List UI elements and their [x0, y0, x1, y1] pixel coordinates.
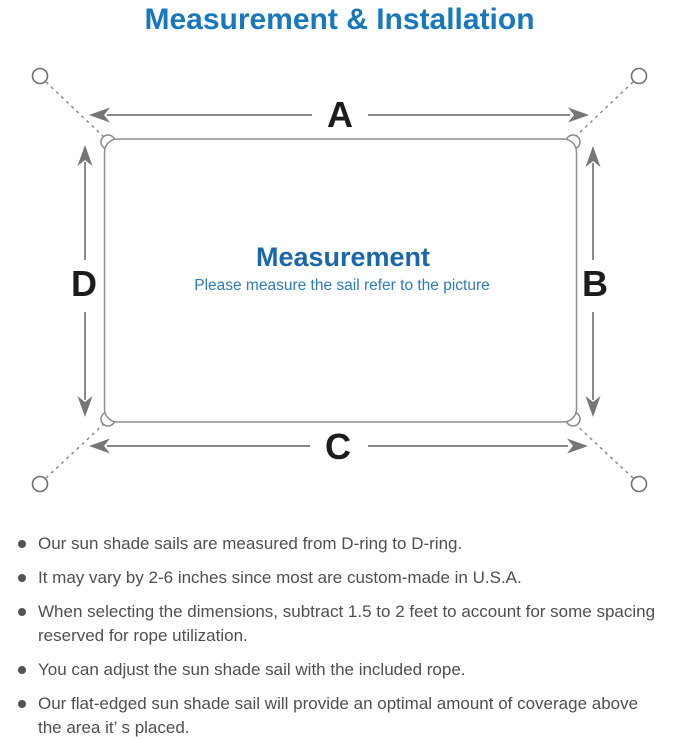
note-text: It may vary by 2-6 inches since most are…: [38, 568, 522, 587]
rope-bottom-left: [45, 421, 107, 479]
dim-label-c: C: [325, 426, 351, 467]
note-text: When selecting the dimensions, subtract …: [38, 602, 656, 621]
note-item: Our flat-edged sun shade sail will provi…: [14, 692, 675, 739]
rope-top-left: [45, 81, 107, 140]
note-item: When selecting the dimensions, subtract …: [14, 600, 675, 648]
diagram-center-subtitle: Please measure the sail refer to the pic…: [194, 277, 490, 294]
arrowhead-right-icon: [568, 107, 589, 123]
note-text: reserved for rope utilization.: [38, 626, 248, 645]
arrow-a: [89, 107, 589, 123]
bullet-icon: [18, 540, 26, 548]
arrowhead-left-icon: [89, 438, 110, 454]
note-text: Our flat-edged sun shade sail will provi…: [38, 694, 639, 713]
dim-label-b: B: [582, 263, 608, 304]
arrowhead-up-icon: [585, 146, 601, 167]
note-item: You can adjust the sun shade sail with t…: [14, 658, 675, 682]
dim-label-d: D: [71, 263, 97, 304]
bullet-icon: [18, 574, 26, 582]
arrow-b: [585, 146, 601, 417]
arrow-d: [77, 145, 93, 417]
sail-outline: [103, 138, 578, 423]
arrowhead-up-icon: [77, 145, 93, 166]
note-item: It may vary by 2-6 inches since most are…: [14, 566, 675, 590]
note-text: the area it’ s placed.: [38, 718, 190, 737]
arrowhead-right-icon: [567, 438, 588, 454]
anchor-points: [31, 67, 648, 493]
rope-bottom-right: [572, 421, 634, 479]
bullet-icon: [18, 666, 26, 674]
anchor-point-icon-top-left: [31, 67, 49, 85]
page-title: Measurement & Installation: [144, 3, 535, 36]
anchor-point-icon-top-right: [630, 67, 648, 85]
arrowhead-down-icon: [585, 396, 601, 417]
arrowhead-left-icon: [89, 107, 110, 123]
bullet-icon: [18, 700, 26, 708]
dimension-arrows: [77, 107, 601, 454]
rope-top-right: [572, 81, 634, 140]
anchor-point-icon-bottom-right: [630, 475, 648, 493]
note-text: Our sun shade sails are measured from D-…: [38, 534, 463, 553]
arrowhead-down-icon: [77, 396, 93, 417]
arrow-c: [89, 438, 588, 454]
notes-list: Our sun shade sails are measured from D-…: [14, 532, 675, 739]
bullet-icon: [18, 608, 26, 616]
diagram-center-title: Measurement: [256, 242, 430, 272]
note-text: You can adjust the sun shade sail with t…: [38, 660, 466, 679]
measurement-diagram: A B C D Measurement Please measure the s…: [31, 67, 648, 493]
dim-label-a: A: [327, 94, 353, 135]
note-item: Our sun shade sails are measured from D-…: [14, 532, 675, 556]
anchor-point-icon-bottom-left: [31, 475, 49, 493]
